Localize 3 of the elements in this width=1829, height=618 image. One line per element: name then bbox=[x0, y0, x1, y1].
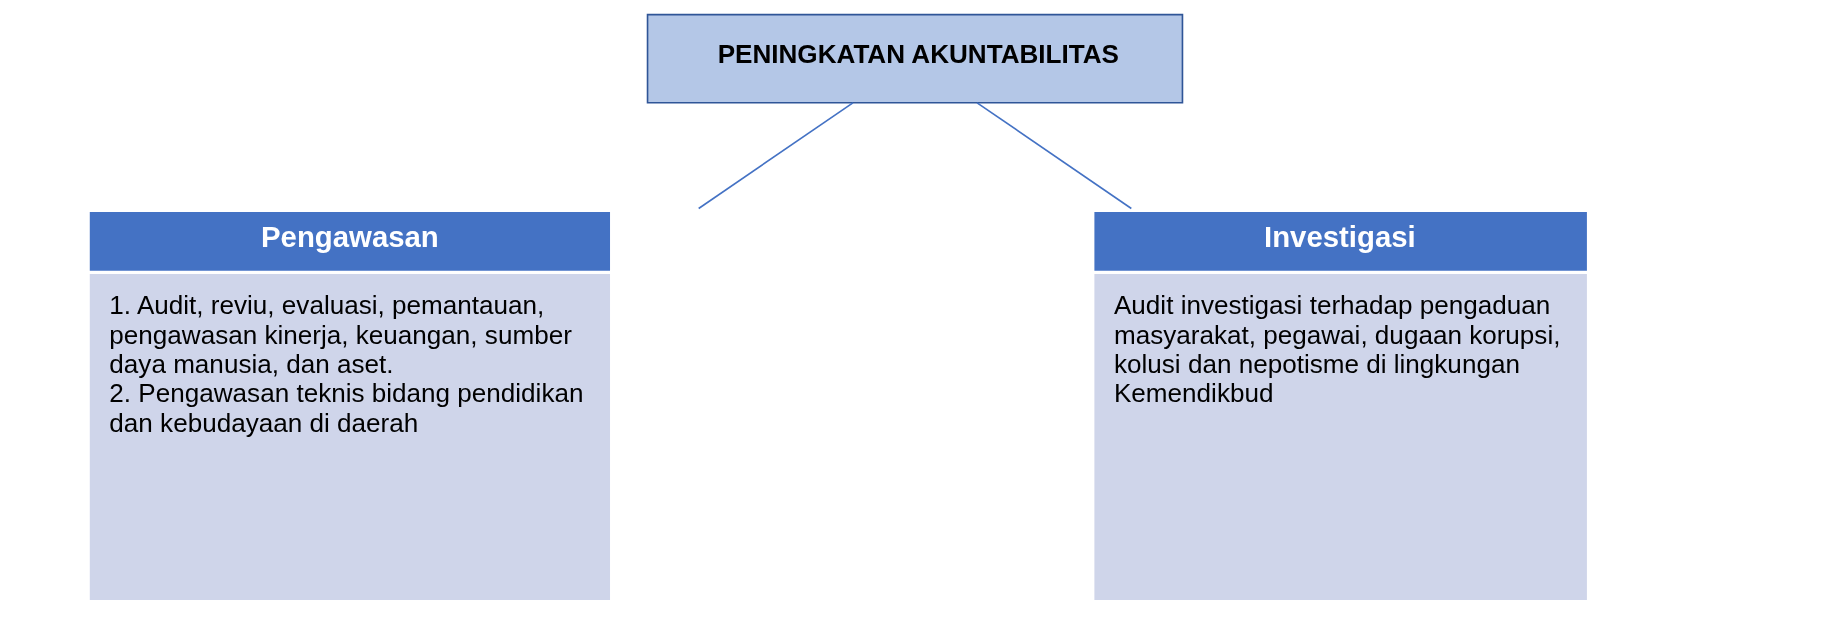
node-box: PENINGKATAN AKUNTABILITAS bbox=[646, 13, 1183, 104]
connector bbox=[975, 102, 1132, 210]
connector bbox=[697, 102, 854, 210]
